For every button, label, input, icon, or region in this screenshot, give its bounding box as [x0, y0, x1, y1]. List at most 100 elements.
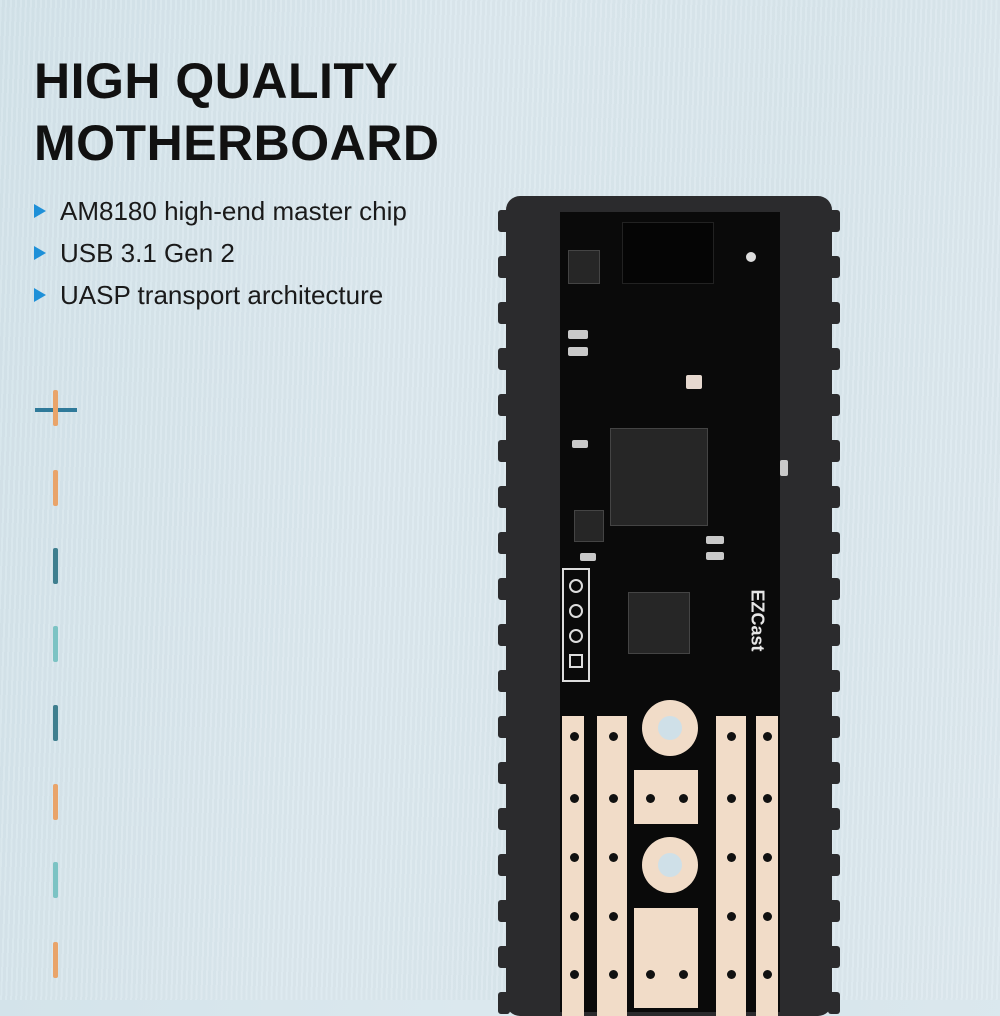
pad-hole — [727, 912, 736, 921]
m2-pad-strip — [562, 716, 584, 1016]
feature-text: USB 3.1 Gen 2 — [60, 237, 235, 268]
enclosure-fin — [828, 578, 840, 600]
feature-list: AM8180 high-end master chip USB 3.1 Gen … — [34, 190, 407, 316]
enclosure-fin — [498, 808, 510, 830]
pad-hole — [763, 853, 772, 862]
pad-hole — [609, 794, 618, 803]
pad-hole — [727, 853, 736, 862]
pad-hole — [646, 970, 655, 979]
square-pad — [634, 770, 698, 824]
enclosure-fin — [828, 348, 840, 370]
enclosure-fin — [498, 854, 510, 876]
crystal-oscillator — [686, 375, 702, 389]
decorative-dash — [53, 705, 58, 741]
enclosure-fin — [828, 302, 840, 324]
enclosure-fin — [498, 394, 510, 416]
pad-hole — [570, 912, 579, 921]
enclosure-fin — [498, 946, 510, 968]
usb-connector-area — [622, 222, 714, 284]
smd-component — [706, 536, 724, 544]
enclosure-fin — [828, 210, 840, 232]
enclosure-fin — [498, 440, 510, 462]
enclosure-fin — [828, 532, 840, 554]
enclosure-fin — [828, 900, 840, 922]
enclosure-fin — [498, 624, 510, 646]
smd-component — [568, 330, 588, 339]
enclosure-fin — [828, 946, 840, 968]
feature-text: UASP transport architecture — [60, 279, 384, 310]
pad-hole — [609, 912, 618, 921]
headline-line-2: MOTHERBOARD — [34, 115, 440, 171]
enclosure-fin — [498, 486, 510, 508]
led-indicator — [746, 252, 756, 262]
pad-hole — [727, 732, 736, 741]
pad-hole — [679, 794, 688, 803]
master-chip — [610, 428, 708, 526]
enclosure-fin — [828, 394, 840, 416]
headline-line-1: HIGH QUALITY — [34, 53, 399, 109]
decorative-dash — [53, 626, 58, 662]
enclosure-fin — [498, 900, 510, 922]
smd-component — [580, 553, 596, 561]
enclosure-fin — [498, 670, 510, 692]
feature-text: AM8180 high-end master chip — [60, 195, 407, 226]
page-headline: HIGH QUALITY MOTHERBOARD — [34, 50, 439, 174]
flash-chip — [628, 592, 690, 654]
pad-hole — [609, 732, 618, 741]
smd-component — [706, 552, 724, 560]
triangle-bullet-icon — [34, 246, 46, 260]
enclosure-fin — [498, 992, 510, 1014]
enclosure-fin — [828, 854, 840, 876]
feature-item: AM8180 high-end master chip — [34, 190, 407, 232]
enclosure-fin — [498, 716, 510, 738]
smd-component — [572, 440, 588, 448]
triangle-bullet-icon — [34, 204, 46, 218]
enclosure-fin — [828, 486, 840, 508]
enclosure-fin — [828, 762, 840, 784]
pad-hole — [609, 970, 618, 979]
small-chip — [568, 250, 600, 284]
enclosure-fin — [498, 532, 510, 554]
decorative-dash — [53, 548, 58, 584]
decorative-dash — [53, 470, 58, 506]
ezcast-logo: EZCast — [747, 589, 768, 652]
pad-hole — [727, 794, 736, 803]
pad-hole — [763, 912, 772, 921]
enclosure-fin — [498, 578, 510, 600]
m2-pad-strip — [756, 716, 778, 1016]
regulator-chip — [574, 510, 604, 542]
pad-hole — [727, 970, 736, 979]
enclosure-fin — [498, 210, 510, 232]
decorative-dash — [53, 784, 58, 820]
square-pad — [634, 908, 698, 1008]
pad-hole — [609, 853, 618, 862]
pad-hole — [570, 732, 579, 741]
enclosure-fin — [828, 808, 840, 830]
mounting-pad — [642, 837, 698, 893]
enclosure-fin — [828, 440, 840, 462]
feature-item: USB 3.1 Gen 2 — [34, 232, 407, 274]
pad-hole — [679, 970, 688, 979]
m2-pad-strip — [597, 716, 627, 1016]
pad-hole — [570, 794, 579, 803]
pad-hole — [763, 732, 772, 741]
enclosure-fin — [498, 256, 510, 278]
decorative-dash — [53, 942, 58, 978]
feature-item: UASP transport architecture — [34, 274, 407, 316]
enclosure-fin — [498, 302, 510, 324]
pad-hole — [570, 970, 579, 979]
pad-hole — [646, 794, 655, 803]
decorative-dash — [53, 862, 58, 898]
enclosure-fin — [828, 256, 840, 278]
enclosure-fin — [828, 992, 840, 1014]
pad-hole — [763, 970, 772, 979]
smd-component — [780, 460, 788, 476]
pad-hole — [763, 794, 772, 803]
smd-component — [568, 347, 588, 356]
enclosure-fin — [498, 348, 510, 370]
mounting-pad — [642, 700, 698, 756]
enclosure-fin — [828, 670, 840, 692]
pad-hole — [570, 853, 579, 862]
pin-header — [562, 568, 590, 682]
enclosure-fin — [828, 716, 840, 738]
